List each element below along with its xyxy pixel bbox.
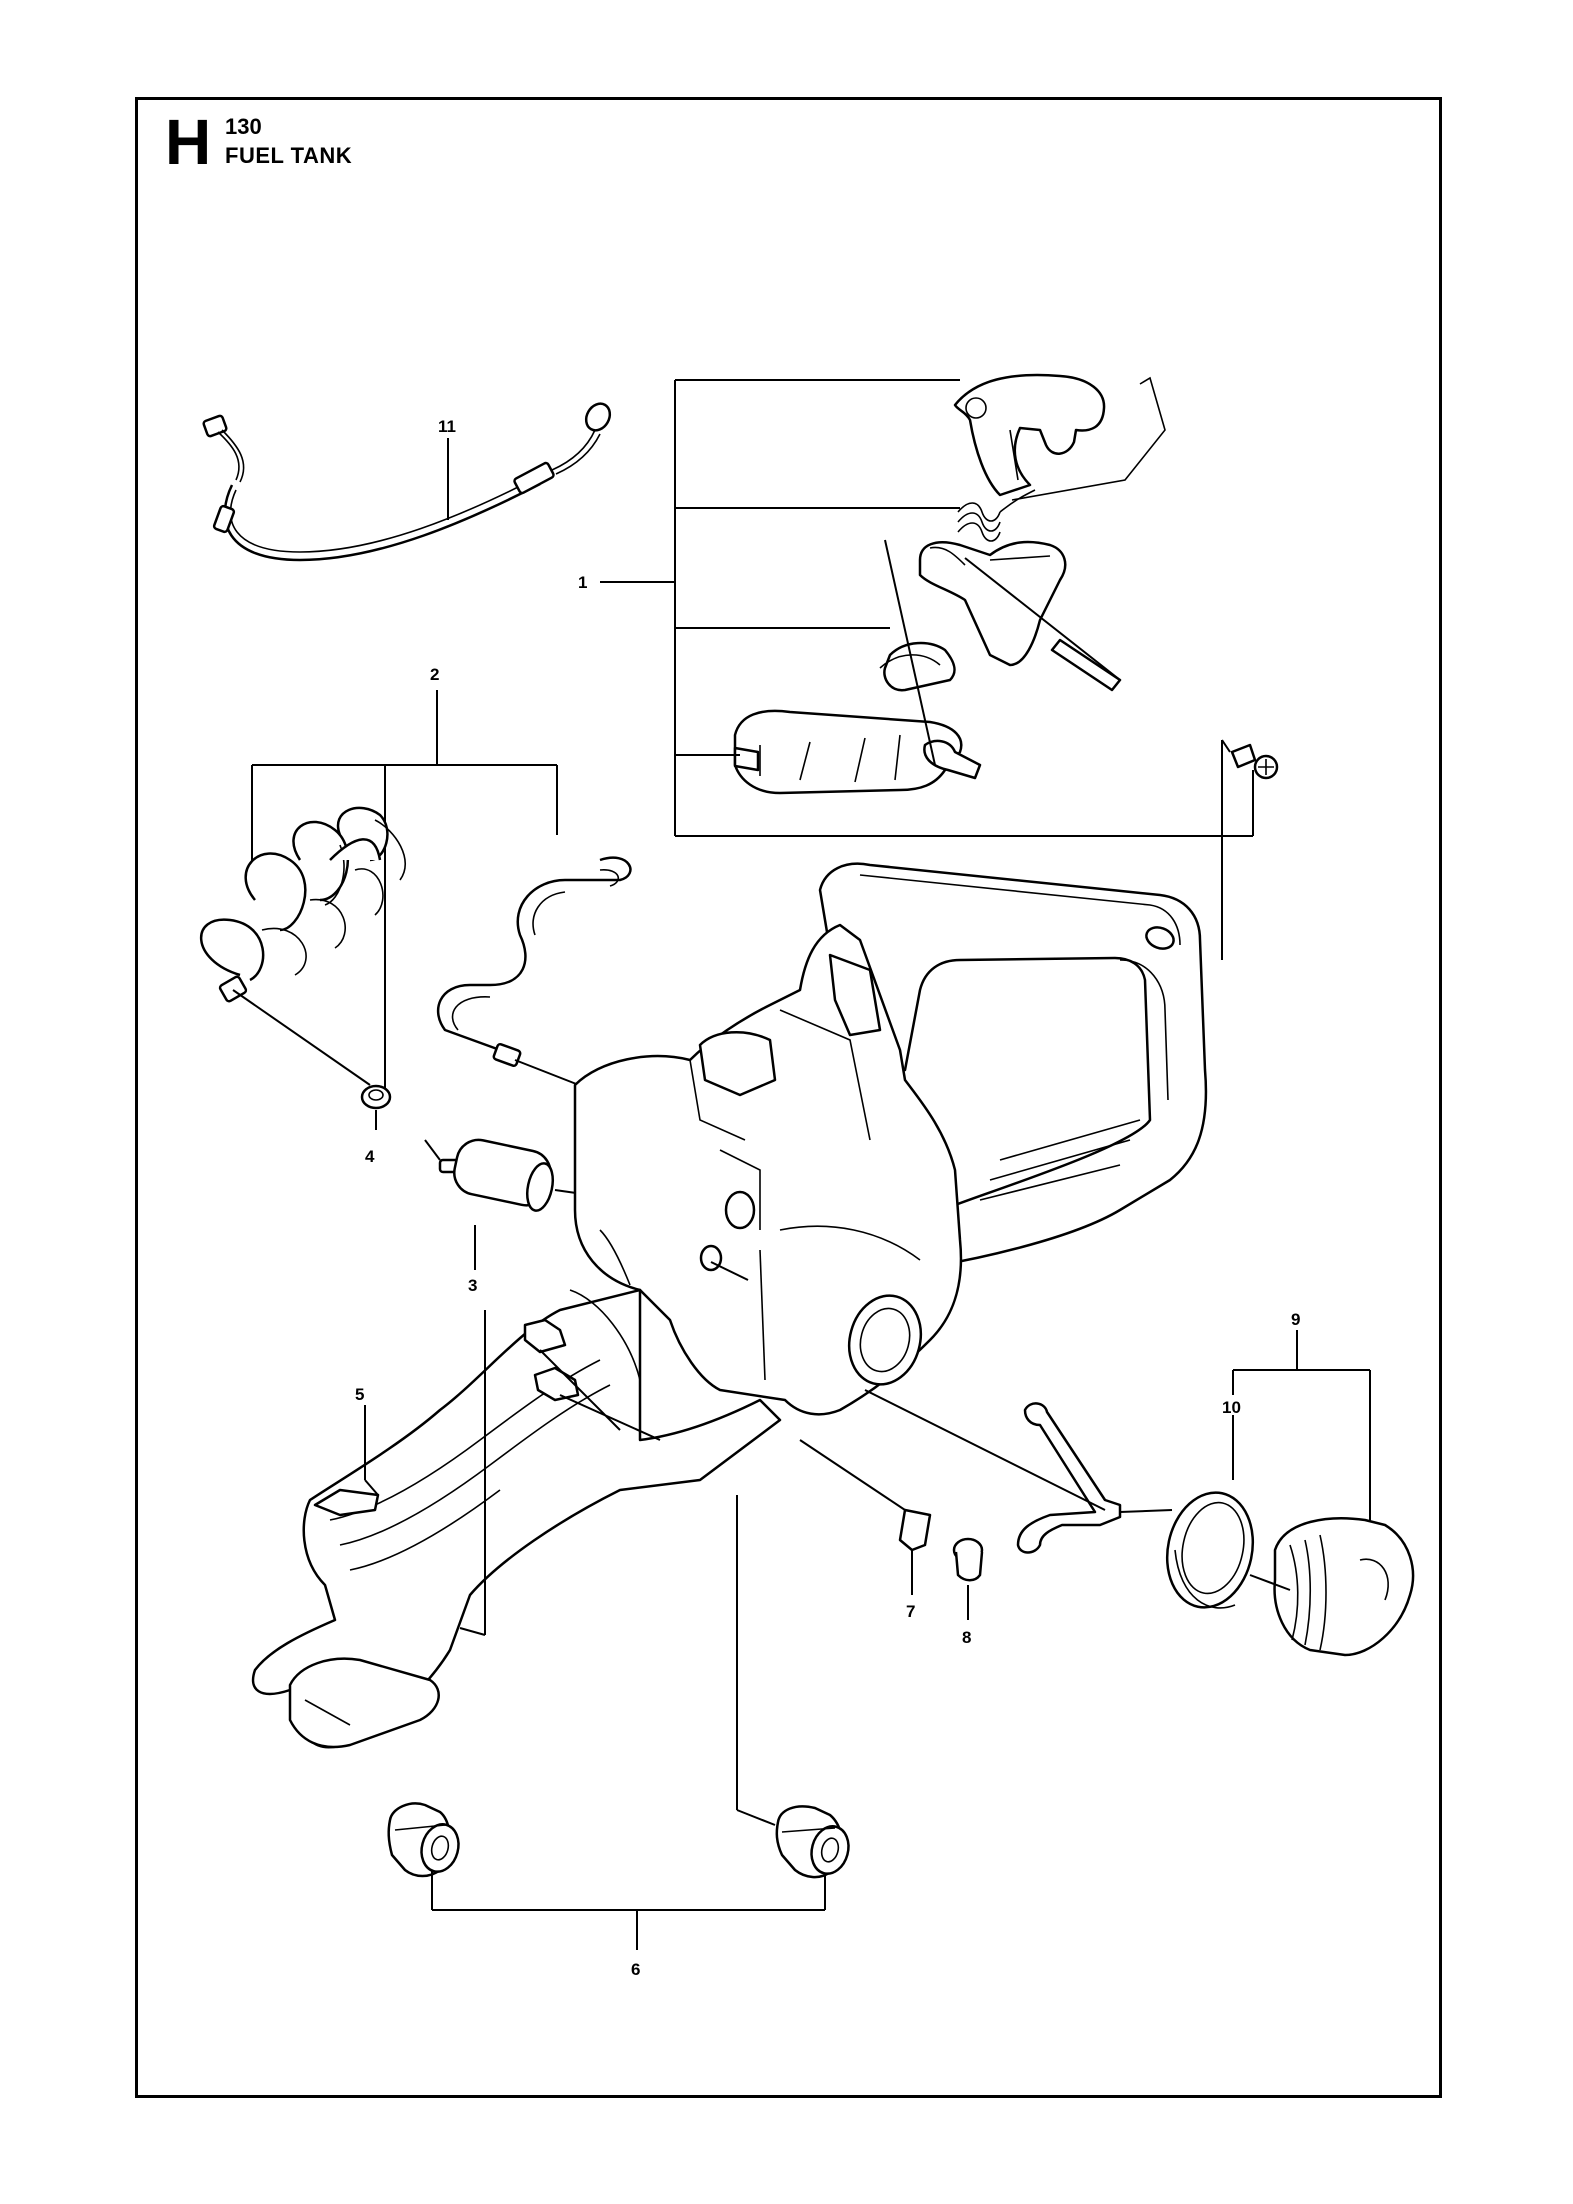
diagram-frame — [135, 97, 1442, 2098]
part-5-leader — [364, 1405, 379, 1496]
cap-retainer-strap — [864, 1389, 1291, 1591]
callout-1: 1 — [578, 573, 587, 592]
part-2-fuel-hoses — [200, 690, 632, 1106]
callout-2: 2 — [430, 665, 439, 684]
callout-9: 9 — [1291, 1310, 1300, 1329]
callout-10: 10 — [1222, 1398, 1241, 1417]
callout-6: 6 — [631, 1960, 640, 1979]
part-6-plugs — [387, 1310, 850, 1950]
callout-5: 5 — [355, 1385, 364, 1404]
part-3-fuel-filter — [424, 1138, 591, 1270]
callout-11: 11 — [438, 417, 456, 436]
part-4-grommet — [360, 1084, 392, 1130]
callout-3: 3 — [468, 1276, 477, 1295]
section-title: FUEL TANK — [225, 143, 353, 168]
section-letter: H — [165, 106, 212, 178]
fuel-tank-body — [251, 862, 1208, 1749]
part-11-throttle-cable — [202, 402, 612, 562]
section-code: 130 — [225, 114, 262, 139]
torsion-spring — [957, 489, 1036, 542]
callout-7: 7 — [906, 1602, 915, 1621]
screw — [1221, 739, 1279, 960]
part-7-vent — [799, 1439, 932, 1595]
callout-8: 8 — [962, 1628, 971, 1647]
part-1-handle-assembly — [600, 373, 1253, 837]
part-9-fuel-cap — [1233, 1330, 1415, 1657]
part-10-seal — [1165, 1370, 1255, 1609]
callout-4: 4 — [365, 1147, 375, 1166]
part-8-cap — [952, 1537, 984, 1620]
